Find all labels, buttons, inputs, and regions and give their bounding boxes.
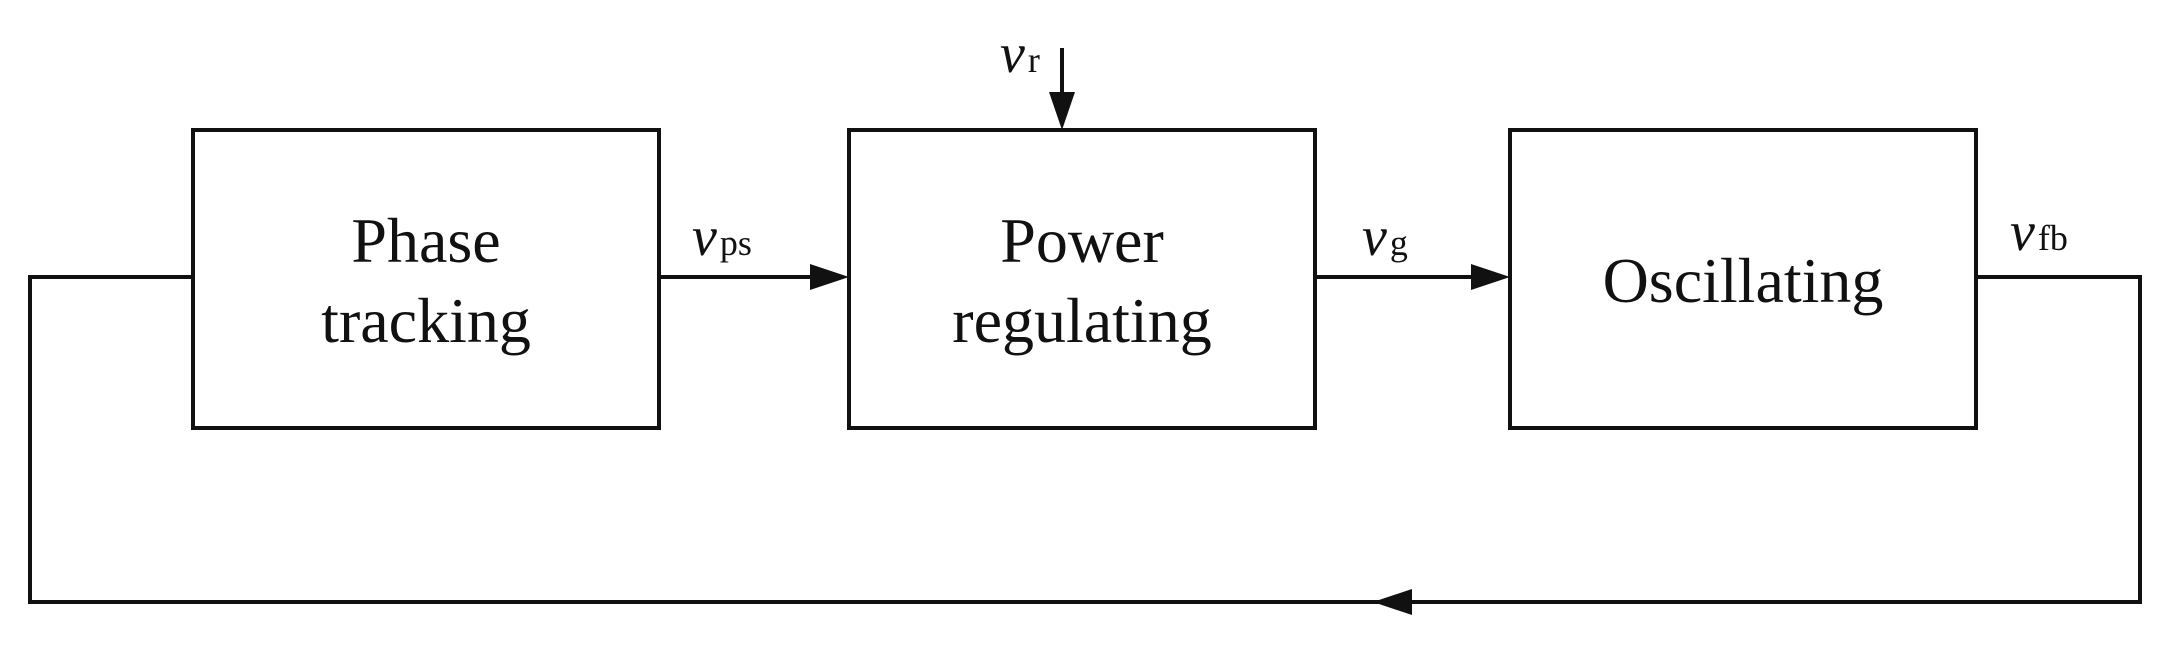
power-regulating-block: Power regulating xyxy=(847,128,1317,430)
signal-label-vfb: vfb xyxy=(2010,201,2068,263)
phase-tracking-label-line1: Phase xyxy=(351,205,500,276)
phase-tracking-label-line2: tracking xyxy=(321,285,531,356)
phase-to-power-arrow xyxy=(659,264,849,290)
reference-input-arrow xyxy=(1049,48,1075,130)
signal-label-vr: vr xyxy=(1000,23,1040,85)
signal-label-vps: vps xyxy=(692,206,752,268)
power-to-oscillating-arrow xyxy=(1315,264,1510,290)
oscillating-block: Oscillating xyxy=(1508,128,1978,430)
feedback-loop-arrow xyxy=(28,275,2142,615)
phase-tracking-block: Phase tracking xyxy=(191,128,661,430)
signal-label-vg: vg xyxy=(1362,206,1408,268)
power-regulating-label-line2: regulating xyxy=(952,285,1211,356)
power-regulating-label-line1: Power xyxy=(1000,205,1164,276)
oscillating-label: Oscillating xyxy=(1603,245,1884,316)
